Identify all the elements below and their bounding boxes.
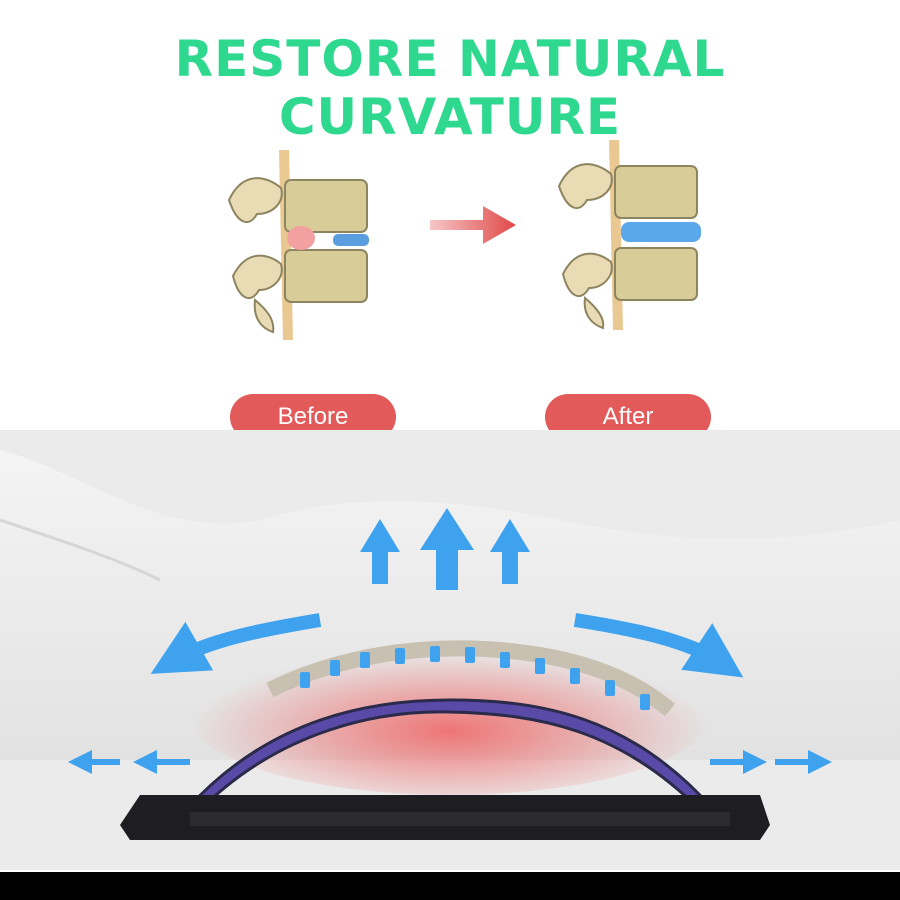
bottom-bar	[0, 872, 900, 900]
spine-after-illustration	[557, 140, 701, 330]
heat-glow	[190, 635, 710, 795]
back-stretcher-scene	[0, 430, 900, 870]
spine-nodes	[300, 646, 650, 710]
spine-before-illustration	[227, 150, 369, 340]
arrow-up-icon	[360, 508, 530, 590]
arrow-right-icon	[430, 206, 516, 244]
headline: RESTORE NATURAL CURVATURE	[174, 30, 726, 146]
curved-arrow-right-icon	[573, 613, 744, 678]
curved-arrow-left-icon	[150, 613, 322, 674]
